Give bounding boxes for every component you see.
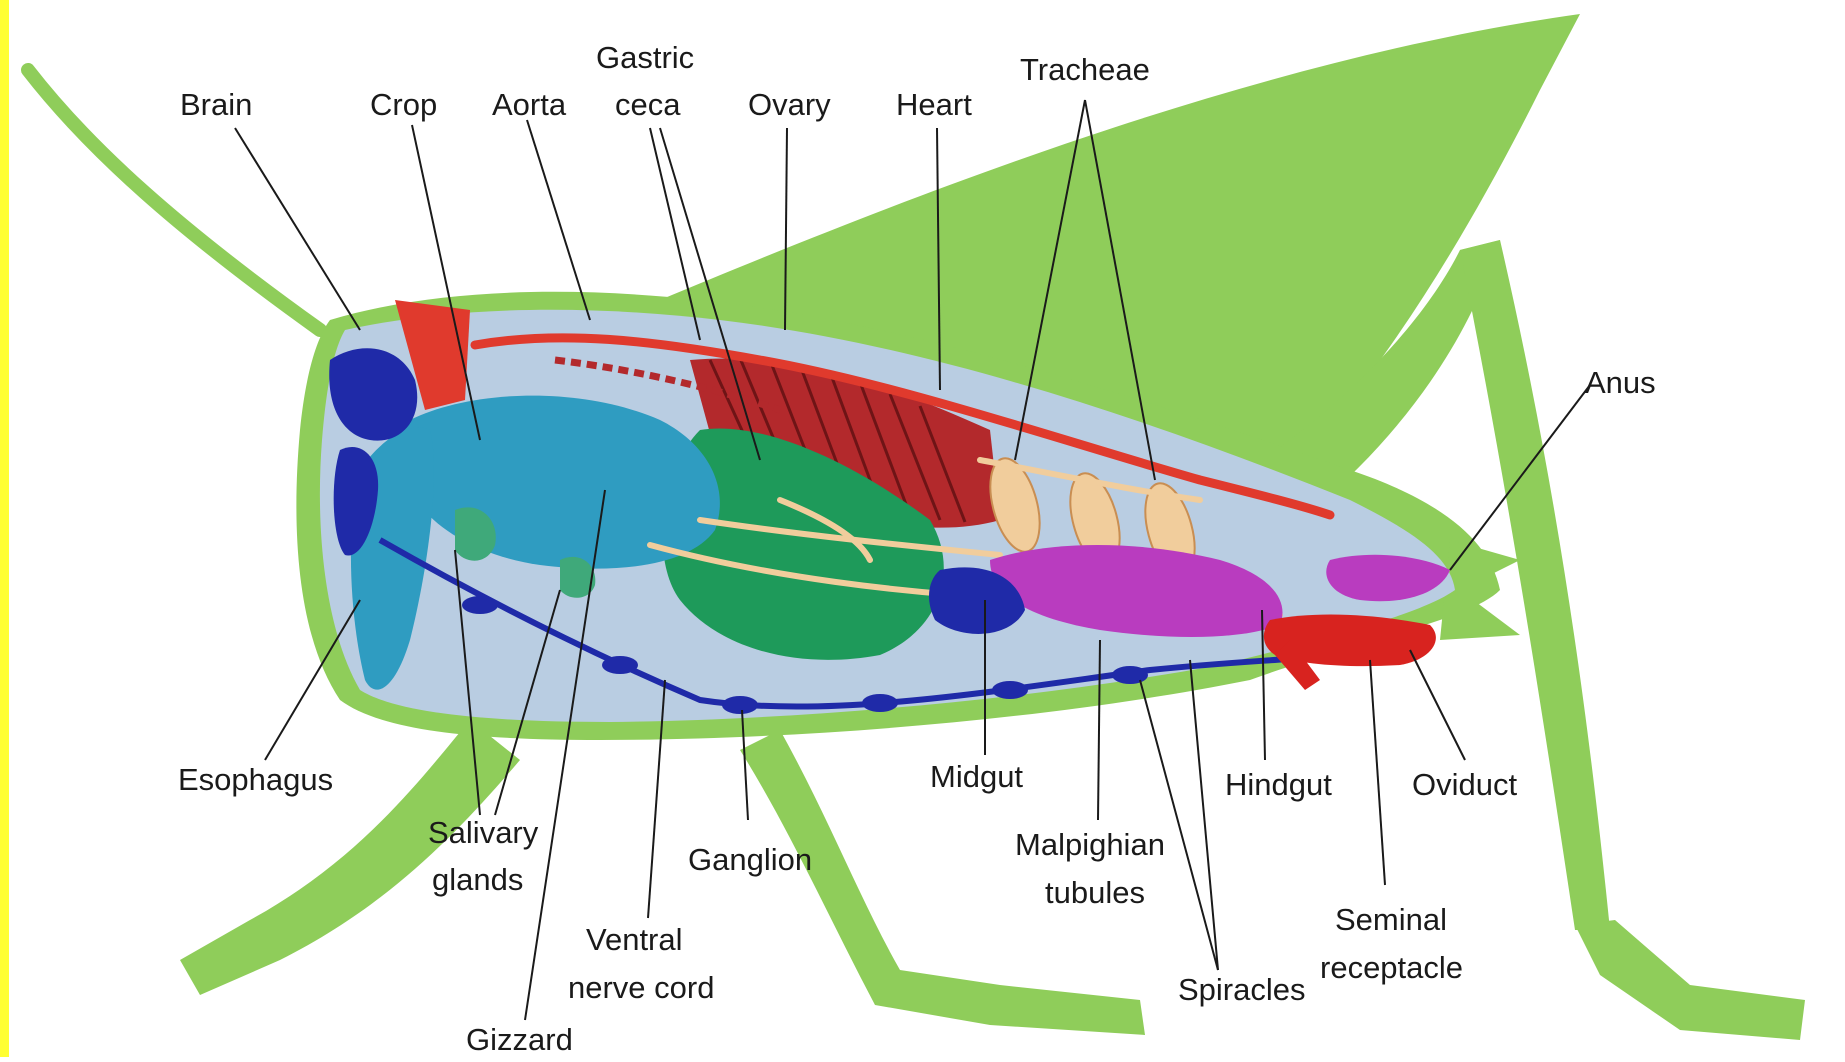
label-malpighian-tubules-line1: Malpighian bbox=[1015, 827, 1165, 862]
label-gizzard: Gizzard bbox=[466, 1022, 573, 1057]
label-seminal-receptacle-line1: Seminal bbox=[1335, 902, 1447, 937]
label-hindgut: Hindgut bbox=[1225, 767, 1332, 802]
label-gastric-ceca-line1: Gastric bbox=[596, 40, 694, 75]
label-gastric-ceca-line2: ceca bbox=[615, 87, 681, 122]
label-salivary-glands-line2: glands bbox=[432, 862, 523, 897]
left-edge-strip bbox=[0, 0, 9, 1057]
label-ventral-nerve-cord-line1: Ventral bbox=[586, 922, 683, 957]
label-anus: Anus bbox=[1585, 365, 1656, 400]
label-malpighian-tubules-line2: tubules bbox=[1045, 875, 1145, 910]
label-aorta: Aorta bbox=[492, 87, 567, 122]
label-ganglion: Ganglion bbox=[688, 842, 812, 877]
label-brain: Brain bbox=[180, 87, 252, 122]
label-midgut: Midgut bbox=[930, 759, 1023, 794]
hind-leg-foot bbox=[1575, 920, 1805, 1040]
label-seminal-receptacle-line2: receptacle bbox=[1320, 950, 1463, 985]
label-heart: Heart bbox=[896, 87, 972, 122]
label-salivary-glands-line1: Salivary bbox=[428, 815, 539, 850]
label-oviduct: Oviduct bbox=[1412, 767, 1517, 802]
label-tracheae: Tracheae bbox=[1020, 52, 1150, 87]
label-ventral-nerve-cord-line2: nerve cord bbox=[568, 970, 714, 1005]
label-spiracles: Spiracles bbox=[1178, 972, 1306, 1007]
label-esophagus: Esophagus bbox=[178, 762, 333, 797]
label-crop: Crop bbox=[370, 87, 437, 122]
label-ovary: Ovary bbox=[748, 87, 831, 122]
antenna bbox=[28, 70, 320, 330]
